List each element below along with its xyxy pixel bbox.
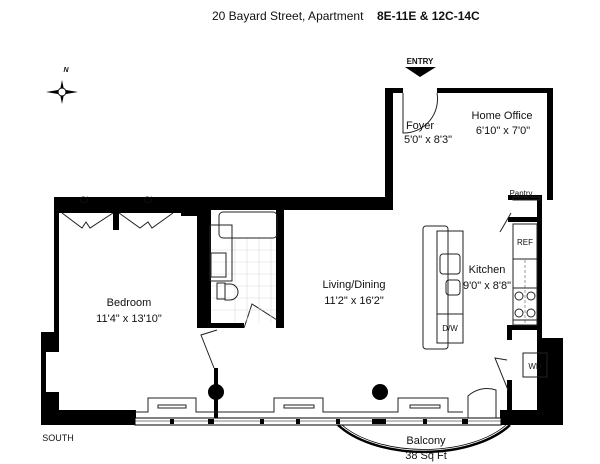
- living-dining-name: Living/Dining: [323, 279, 386, 291]
- kitchen-name: Kitchen: [469, 264, 506, 276]
- vanity: [209, 224, 233, 282]
- kitchen-fixtures: D/W REF Pantry WD: [422, 189, 548, 378]
- doors: [61, 92, 512, 418]
- walls: [41, 88, 563, 425]
- window-wall: [134, 397, 502, 426]
- dishwasher: [436, 313, 464, 344]
- address-title: 20 Bayard Street, Apartment: [212, 9, 364, 23]
- washer-dryer-label: WD: [528, 362, 542, 371]
- washer-dryer: [522, 352, 548, 378]
- home-office-name: Home Office: [472, 110, 533, 122]
- kitchen-size: 9'0" x 8'8": [463, 280, 511, 292]
- south-label: SOUTH: [42, 433, 74, 443]
- bedroom-name: Bedroom: [107, 297, 152, 309]
- bathroom: [209, 211, 278, 323]
- toilet: [224, 283, 239, 301]
- balcony-name: Balcony: [406, 435, 446, 447]
- unit-numbers: 8E-11E & 12C-14C: [377, 9, 480, 23]
- stove-icon: [512, 287, 538, 321]
- kitchen-sink: [439, 253, 461, 275]
- compass-rose-icon: N: [46, 67, 78, 104]
- balcony: [337, 424, 511, 454]
- dishwasher-label: D/W: [442, 324, 458, 333]
- sink: [210, 252, 227, 278]
- living-dining-size: 11'2" x 16'2": [324, 295, 384, 307]
- foyer-size: 5'0" x 8'3": [404, 134, 452, 146]
- toilet-tank: [216, 282, 226, 300]
- home-office-size: 6'10" x 7'0": [476, 125, 530, 137]
- pantry-label: Pantry: [509, 189, 532, 198]
- entry-arrow-icon: [405, 67, 436, 77]
- refrigerator-label: REF: [517, 238, 533, 247]
- north-label: N: [63, 67, 69, 74]
- closet-1-label: Cl: [80, 195, 89, 205]
- bedroom-size: 11'4" x 13'10": [96, 313, 162, 325]
- foyer-name: Foyer: [406, 120, 434, 132]
- closet-2-label: Cl: [144, 195, 153, 205]
- balcony-size: 38 Sq Ft: [405, 450, 447, 462]
- entry-label: ENTRY: [407, 57, 434, 66]
